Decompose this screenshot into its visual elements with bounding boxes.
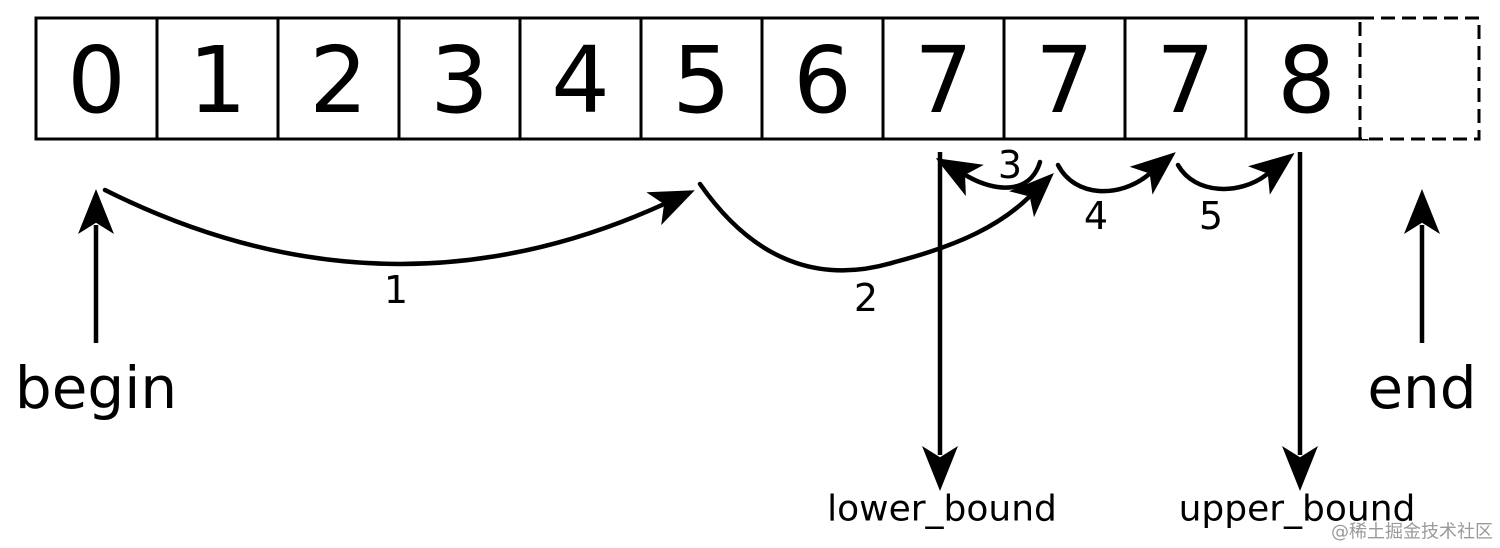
array-cell: 3 bbox=[397, 16, 522, 141]
array-cell: 1 bbox=[155, 16, 280, 141]
array-cell: 7 bbox=[1123, 16, 1248, 141]
step-arc-3 bbox=[935, 158, 1043, 197]
array-cell-value: 7 bbox=[1156, 27, 1215, 134]
array-cell: 8 bbox=[1244, 16, 1369, 141]
array-cell-value: 1 bbox=[188, 27, 247, 134]
array-cell-value: 7 bbox=[914, 27, 973, 134]
end-label: end bbox=[1367, 354, 1476, 422]
array-cell-value: 6 bbox=[793, 27, 852, 134]
array-cell-box bbox=[518, 16, 643, 141]
array-cell-value: 4 bbox=[551, 27, 610, 134]
upper-bound-label: upper_bound bbox=[1179, 489, 1416, 530]
array-cell: 6 bbox=[760, 16, 885, 141]
lower-bound-label: lower_bound bbox=[827, 489, 1057, 530]
array-cell: 5 bbox=[639, 16, 764, 141]
step-arc-5 bbox=[1175, 153, 1295, 195]
begin-label: begin bbox=[15, 354, 177, 422]
array-cell-value: 8 bbox=[1277, 27, 1336, 134]
array-cell-value: 5 bbox=[672, 27, 731, 134]
array-cell-box bbox=[1123, 16, 1248, 141]
array-cell-box bbox=[760, 16, 885, 141]
step-label-2: 2 bbox=[854, 276, 878, 320]
step-arc-2 bbox=[697, 173, 1054, 273]
past-the-end-cell bbox=[1358, 16, 1481, 141]
array-cell-box bbox=[1002, 16, 1127, 141]
array-cell-value: 3 bbox=[430, 27, 489, 134]
array-cell: 0 bbox=[34, 16, 159, 141]
array-cell: 7 bbox=[881, 16, 1006, 141]
array-cell-value: 7 bbox=[1035, 27, 1094, 134]
array-cell-box bbox=[276, 16, 401, 141]
step-label-3: 3 bbox=[998, 143, 1022, 187]
array-cell: 2 bbox=[276, 16, 401, 141]
array-cell-value: 2 bbox=[309, 27, 368, 134]
array-cell-box bbox=[155, 16, 280, 141]
step-label-1: 1 bbox=[384, 268, 408, 312]
array-cell: 7 bbox=[1002, 16, 1127, 141]
array-cell-box bbox=[881, 16, 1006, 141]
watermark: @稀土掘金技术社区 bbox=[1331, 522, 1493, 543]
step-arc-1 bbox=[102, 187, 695, 267]
array-cell-value: 0 bbox=[67, 27, 126, 134]
array-cell-box bbox=[639, 16, 764, 141]
step-arc-4 bbox=[1055, 152, 1176, 195]
array-cell-box bbox=[34, 16, 159, 141]
step-label-5: 5 bbox=[1199, 194, 1223, 238]
step-label-4: 4 bbox=[1084, 194, 1108, 238]
array-cell: 4 bbox=[518, 16, 643, 141]
